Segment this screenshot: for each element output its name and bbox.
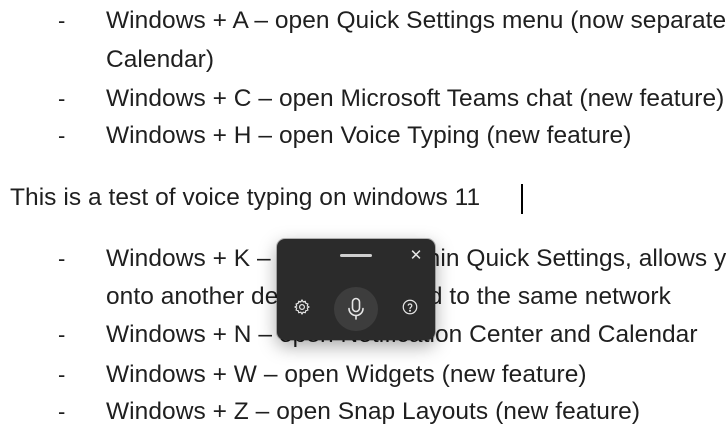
typed-paragraph: This is a test of voice typing on window… bbox=[10, 184, 481, 211]
drag-handle[interactable] bbox=[340, 254, 372, 257]
list-dash: - bbox=[58, 362, 66, 387]
close-icon[interactable]: ✕ bbox=[409, 247, 423, 264]
microphone-button[interactable] bbox=[334, 287, 378, 331]
list-item-text: Windows + A – open Quick Settings menu (… bbox=[106, 7, 726, 34]
list-dash: - bbox=[58, 86, 66, 111]
list-dash: - bbox=[58, 123, 66, 148]
list-dash: - bbox=[58, 399, 66, 424]
help-icon[interactable] bbox=[401, 298, 419, 316]
voice-typing-panel[interactable]: ✕ bbox=[277, 239, 435, 340]
list-dash: - bbox=[58, 322, 66, 347]
list-dash: - bbox=[58, 246, 66, 271]
list-item-text: Windows + H – open Voice Typing (new fea… bbox=[106, 122, 632, 149]
list-item-text: Windows + C – open Microsoft Teams chat … bbox=[106, 85, 725, 112]
gear-icon[interactable] bbox=[293, 298, 311, 316]
list-item-text: Windows + W – open Widgets (new feature) bbox=[106, 361, 587, 388]
list-item-text: Windows + Z – open Snap Layouts (new fea… bbox=[106, 398, 641, 425]
microphone-icon bbox=[348, 297, 364, 320]
list-item-continuation: Calendar) bbox=[106, 46, 215, 73]
text-cursor bbox=[521, 184, 523, 214]
list-dash: - bbox=[58, 8, 66, 33]
